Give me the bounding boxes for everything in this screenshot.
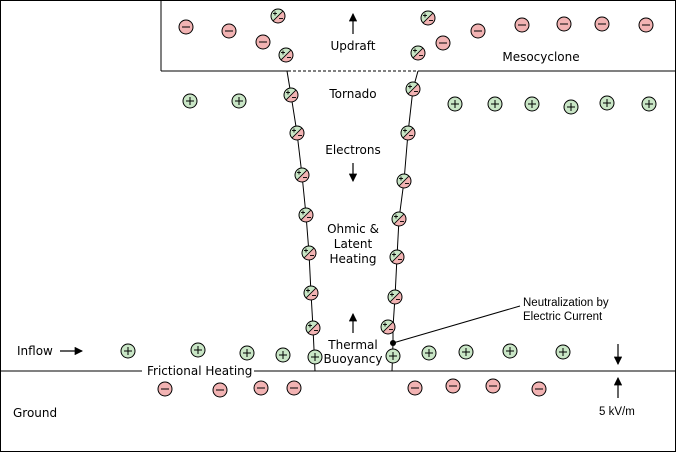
positive-charge bbox=[458, 344, 474, 360]
mixed-charge bbox=[391, 211, 407, 227]
negative-charge bbox=[221, 23, 237, 39]
positive-charge bbox=[385, 348, 401, 364]
ohmic-heating-label-1: Ohmic & bbox=[327, 222, 379, 236]
negative-charge bbox=[178, 19, 194, 35]
positive-charge bbox=[641, 96, 657, 112]
negative-charge bbox=[407, 380, 423, 396]
neutralization-label-1: Neutralization by bbox=[523, 297, 609, 309]
thermal-buoyancy-label-2: Buoyancy bbox=[324, 352, 383, 366]
negative-charge bbox=[286, 380, 302, 396]
negative-charge bbox=[594, 16, 610, 32]
mixed-charge bbox=[405, 81, 421, 97]
mixed-charge bbox=[396, 173, 412, 189]
positive-charge bbox=[563, 99, 579, 115]
mixed-charge bbox=[410, 45, 426, 61]
positive-charge bbox=[190, 342, 206, 358]
mixed-charge bbox=[303, 285, 319, 301]
thermal-buoyancy-label-1: Thermal bbox=[327, 338, 377, 352]
positive-charge bbox=[599, 95, 615, 111]
negative-charge bbox=[445, 378, 461, 394]
positive-charge bbox=[487, 96, 503, 112]
positive-charge bbox=[524, 96, 540, 112]
positive-charge bbox=[239, 345, 255, 361]
mixed-charge bbox=[400, 125, 416, 141]
negative-charge bbox=[253, 380, 269, 396]
field-strength-label: 5 kV/m bbox=[599, 406, 635, 418]
positive-charge bbox=[555, 344, 571, 360]
mixed-charge bbox=[420, 10, 436, 26]
electrons-label: Electrons bbox=[325, 143, 380, 157]
mesocyclone-label: Mesocyclone bbox=[502, 50, 579, 64]
ohmic-heating-label-2: Latent bbox=[334, 237, 373, 251]
frictional-heating-label: Frictional Heating bbox=[147, 364, 252, 378]
negative-charge bbox=[157, 381, 173, 397]
inflow-label: Inflow bbox=[17, 344, 53, 358]
negative-charge bbox=[255, 34, 271, 50]
positive-charge bbox=[421, 345, 437, 361]
mixed-charge bbox=[380, 319, 396, 335]
mixed-charge bbox=[389, 249, 405, 265]
tornado-right-wall bbox=[391, 70, 419, 372]
positive-charge bbox=[231, 93, 247, 109]
negative-charge bbox=[435, 35, 451, 51]
charge-markers bbox=[120, 8, 657, 398]
mixed-charge bbox=[283, 87, 299, 103]
positive-charge bbox=[182, 93, 198, 109]
negative-charge bbox=[470, 23, 486, 39]
negative-charge bbox=[212, 382, 228, 398]
negative-charge bbox=[556, 16, 572, 32]
positive-charge bbox=[447, 96, 463, 112]
negative-charge bbox=[485, 378, 501, 394]
mixed-charge bbox=[289, 125, 305, 141]
positive-charge bbox=[275, 347, 291, 363]
mixed-charge bbox=[387, 289, 403, 305]
negative-charge bbox=[531, 381, 547, 397]
positive-charge bbox=[307, 349, 323, 365]
mixed-charge bbox=[270, 8, 286, 24]
mixed-charge bbox=[298, 207, 314, 223]
positive-charge bbox=[502, 343, 518, 359]
mixed-charge bbox=[278, 47, 294, 63]
mixed-charge bbox=[294, 167, 310, 183]
neutralization-point bbox=[390, 340, 396, 346]
mixed-charge bbox=[305, 320, 321, 336]
negative-charge bbox=[638, 17, 654, 33]
positive-charge bbox=[120, 343, 136, 359]
mixed-charge bbox=[301, 245, 317, 261]
frictional-heating-label-bg bbox=[142, 363, 254, 378]
ground-label: Ground bbox=[13, 406, 57, 420]
updraft-label: Updraft bbox=[330, 39, 375, 53]
tornado-label: Tornado bbox=[328, 87, 376, 101]
neutralization-label-2: Electric Current bbox=[523, 311, 603, 323]
ohmic-heating-label-3: Heating bbox=[329, 252, 376, 266]
neutralization-leader-line bbox=[392, 305, 521, 344]
negative-charge bbox=[514, 17, 530, 33]
